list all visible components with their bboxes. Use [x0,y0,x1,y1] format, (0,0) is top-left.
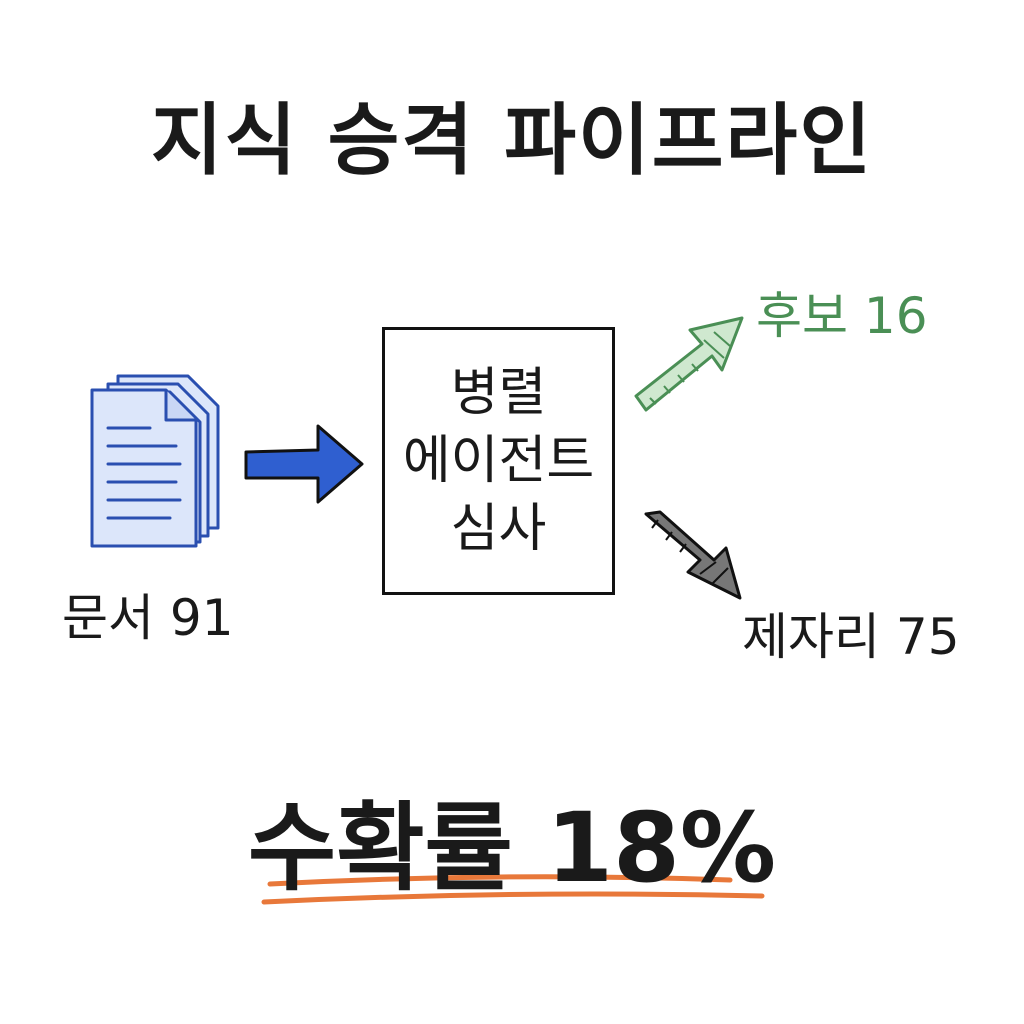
parallel-agent-review-box: 병렬 에이전트 심사 [382,327,615,595]
process-line: 심사 [450,499,547,559]
document-stack-icon [90,374,220,548]
input-arrow [244,424,364,504]
candidate-count-label: 후보 16 [756,287,928,345]
document-count-label: 문서 91 [62,589,234,647]
candidate-arrow [634,316,744,412]
process-line: 에이전트 [402,431,595,491]
yield-underline [261,874,765,905]
process-line: 병렬 [450,363,547,423]
page-title: 지식 승격 파이프라인 [150,96,874,186]
yield-rate-label: 수확률 18% [247,792,777,904]
stay-arrow [644,510,742,600]
stay-count-label: 제자리 75 [742,608,960,666]
